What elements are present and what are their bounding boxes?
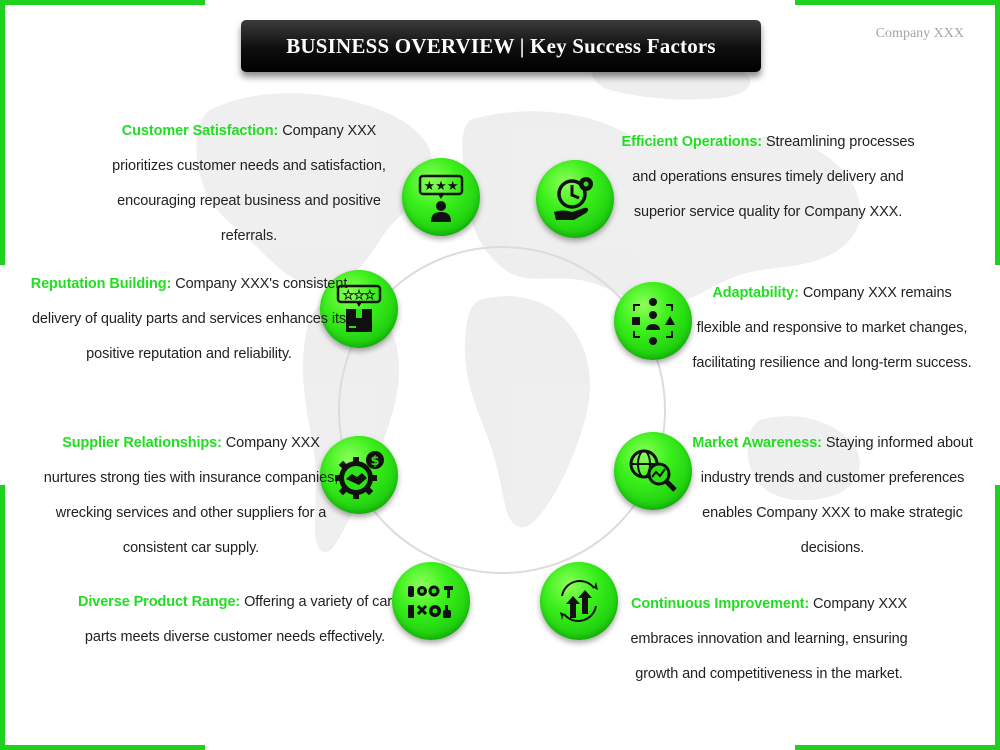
- corner-accent-bottom-left-h: [0, 745, 205, 750]
- factor-heading: Diverse Product Range:: [77, 594, 241, 610]
- corner-accent-bottom-right-v: [995, 485, 1000, 750]
- factor-text: Company XXX prioritizes customer needs a…: [112, 123, 386, 244]
- factor-text: Company XXX remains flexible and respons…: [692, 285, 972, 371]
- factor-supplier-relationships: Supplier Relationships: Company XXX nurt…: [36, 426, 346, 566]
- improvement-arrows-icon: [560, 580, 598, 622]
- reputation-building-circle: ★★★: [320, 270, 398, 348]
- factor-heading: Customer Satisfaction:: [121, 123, 279, 139]
- factor-adaptability: Adaptability: Company XXX remains flexib…: [692, 276, 972, 381]
- customer-rating-icon: ★★★: [418, 174, 464, 222]
- factor-heading: Efficient Operations:: [621, 134, 763, 150]
- factor-heading: Reputation Building:: [30, 276, 172, 292]
- handshake-gear-icon: $: [335, 451, 384, 499]
- factor-heading: Continuous Improvement:: [630, 596, 810, 612]
- rated-package-icon: ★★★: [336, 284, 382, 332]
- svg-text:★★★: ★★★: [424, 179, 459, 194]
- factor-text: Company XXX nurtures strong ties with in…: [43, 435, 339, 556]
- car-parts-icon: [408, 585, 453, 618]
- factor-efficient-operations: Efficient Operations: Streamlining proce…: [608, 125, 928, 230]
- factor-heading: Market Awareness:: [692, 435, 822, 451]
- page-title: BUSINESS OVERVIEW | Key Success Factors: [286, 33, 716, 58]
- corner-accent-bottom-left-v: [0, 485, 5, 750]
- factor-text: Company XXX embraces innovation and lear…: [630, 596, 908, 682]
- market-awareness-circle: [614, 432, 692, 510]
- diverse-product-range-circle: [392, 562, 470, 640]
- factor-text: Streamlining processes and operations en…: [632, 134, 915, 220]
- svg-text:★★★: ★★★: [343, 288, 375, 302]
- customer-satisfaction-circle: ★★★: [402, 158, 480, 236]
- svg-text:$: $: [370, 454, 379, 469]
- factor-heading: Adaptability:: [712, 285, 799, 301]
- adaptability-shapes-icon: [632, 298, 675, 345]
- corner-accent-top-right-h: [795, 0, 1000, 5]
- efficient-operations-circle: [536, 160, 614, 238]
- factor-customer-satisfaction: Customer Satisfaction: Company XXX prior…: [90, 114, 408, 254]
- corner-accent-bottom-right-h: [795, 745, 1000, 750]
- corner-accent-top-left-v: [0, 0, 5, 265]
- factor-text: Company XXX's consistent delivery of qua…: [31, 276, 348, 362]
- corner-accent-top-right-v: [995, 0, 1000, 265]
- supplier-relationships-circle: $: [320, 436, 398, 514]
- company-tag: Company XXX: [875, 26, 964, 41]
- factor-diverse-product-range: Diverse Product Range: Offering a variet…: [70, 585, 400, 655]
- clock-gear-hand-icon: [554, 177, 593, 220]
- corner-accent-top-left-h: [0, 0, 205, 5]
- continuous-improvement-circle: [540, 562, 618, 640]
- factor-text: Staying informed about industry trends a…: [700, 435, 973, 556]
- adaptability-circle: [614, 282, 692, 360]
- globe-magnifier-icon: [629, 449, 677, 492]
- factor-heading: Supplier Relationships:: [62, 435, 222, 451]
- factor-text: Offering a variety of car parts meets di…: [84, 594, 393, 645]
- title-bar: BUSINESS OVERVIEW | Key Success Factors: [241, 20, 761, 72]
- factor-reputation-building: Reputation Building: Company XXX's consi…: [30, 267, 348, 372]
- factor-market-awareness: Market Awareness: Staying informed about…: [690, 426, 975, 566]
- factor-continuous-improvement: Continuous Improvement: Company XXX embr…: [625, 587, 913, 692]
